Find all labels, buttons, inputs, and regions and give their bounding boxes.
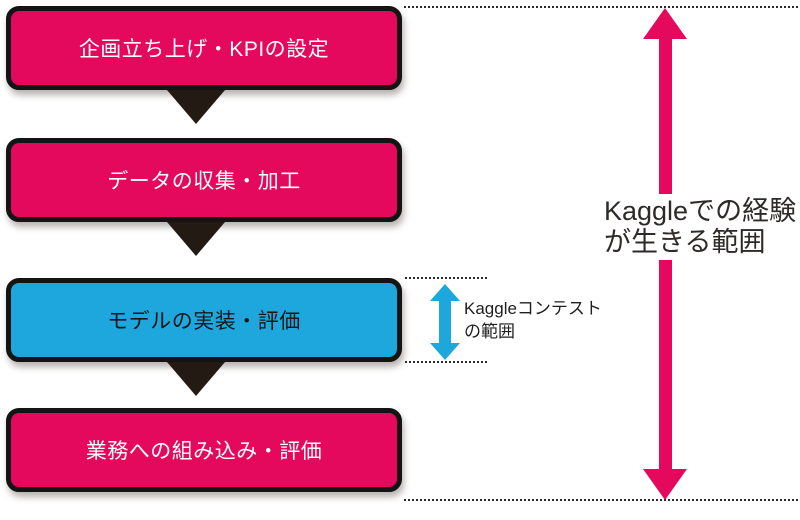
step-box-data-collection: データの収集・加工 [6,138,402,222]
step-label: 企画立ち上げ・KPIの設定 [78,38,330,61]
experience-scope-label-line2: が生きる範囲 [604,227,766,257]
contest-scope-label: Kaggleコンテスト の範囲 [464,297,602,343]
step-box-business-integration: 業務への組み込み・評価 [6,408,402,492]
dotted-line-model-top [405,277,487,279]
down-triangle-icon [167,222,225,256]
contest-scope-label-line2: の範囲 [464,322,515,341]
arrow-head-up-icon [643,8,687,39]
step-box-model-implementation: モデルの実装・評価 [6,278,402,362]
contest-scope-double-arrow-icon [430,284,460,360]
contest-scope-label-line1: Kaggleコンテスト [464,299,602,318]
experience-scope-label-line1: Kaggleでの経験 [604,196,797,226]
experience-scope-label: Kaggleでの経験 が生きる範囲 [597,194,800,260]
arrow-shaft [439,298,451,346]
down-triangle-icon [167,90,225,124]
dotted-line-top [404,6,798,8]
dotted-line-bottom [404,499,798,501]
down-triangle-icon [167,362,225,396]
arrow-head-down-icon [430,343,460,360]
arrow-head-up-icon [430,284,460,301]
step-box-kpi-planning: 企画立ち上げ・KPIの設定 [6,6,402,90]
arrow-head-down-icon [643,469,687,500]
dotted-line-model-bottom [405,361,487,363]
step-label: モデルの実装・評価 [107,310,301,333]
step-label: データの収集・加工 [107,170,301,193]
step-label: 業務への組み込み・評価 [85,440,323,463]
